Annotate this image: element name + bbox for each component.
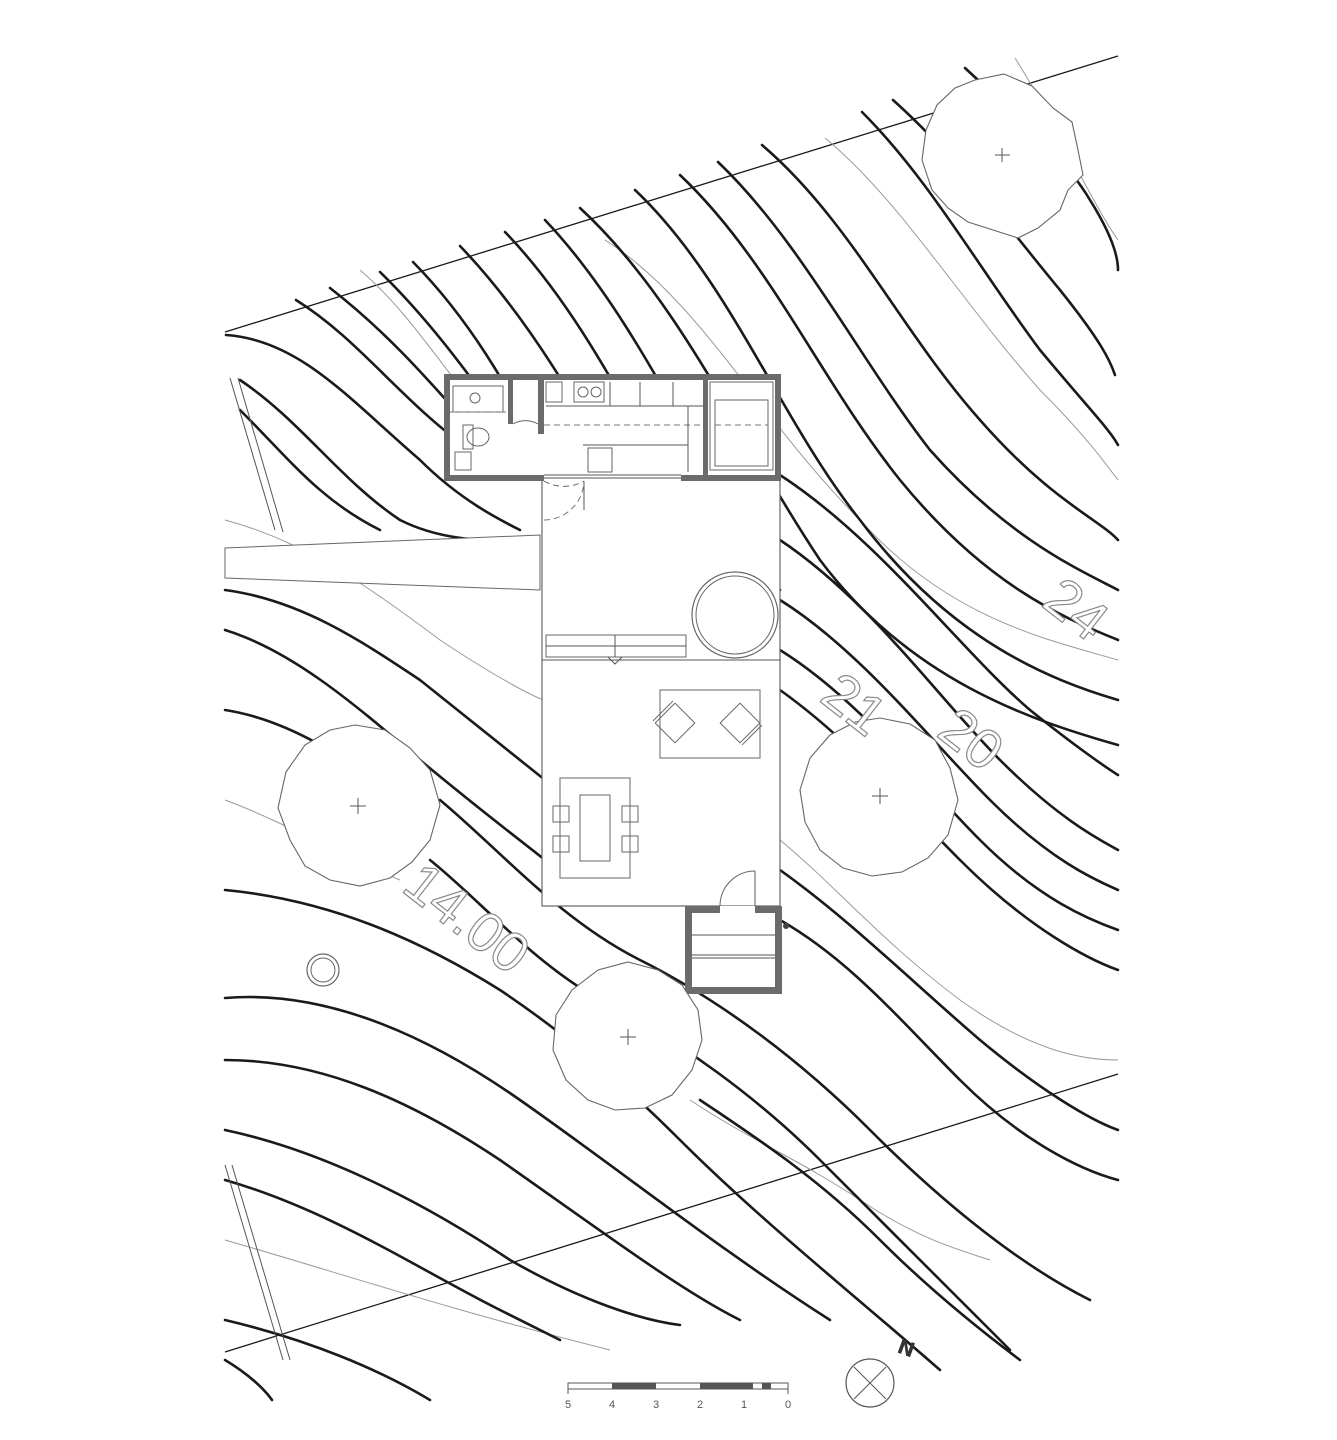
- tree-west: [277, 724, 441, 887]
- tree-northeast: [921, 73, 1084, 239]
- scale-tick-2: 2: [697, 1399, 703, 1411]
- scale-tick-1: 1: [741, 1399, 747, 1411]
- scale-tick-0: 0: [785, 1399, 791, 1411]
- access-path: [224, 377, 541, 1361]
- elevation-label-24: 24: [1033, 565, 1121, 653]
- tree-east: [799, 717, 959, 877]
- storage-shed: [685, 870, 789, 994]
- scale-tick-4: 4: [609, 1399, 615, 1411]
- scale-tick-3: 3: [653, 1399, 659, 1411]
- scale-tick-5: 5: [565, 1399, 571, 1411]
- fire-pit: [306, 953, 340, 987]
- lounge-chairs: [652, 689, 763, 759]
- north-arrow: N: [845, 1334, 918, 1408]
- deck-platform: [541, 479, 781, 907]
- north-label: N: [894, 1334, 918, 1362]
- dining-table: [552, 777, 639, 879]
- main-cabin: [444, 374, 781, 521]
- hot-tub: [691, 571, 779, 659]
- tree-south: [552, 961, 703, 1111]
- scale-bar: 5 4 3 2 1 0: [565, 1382, 791, 1411]
